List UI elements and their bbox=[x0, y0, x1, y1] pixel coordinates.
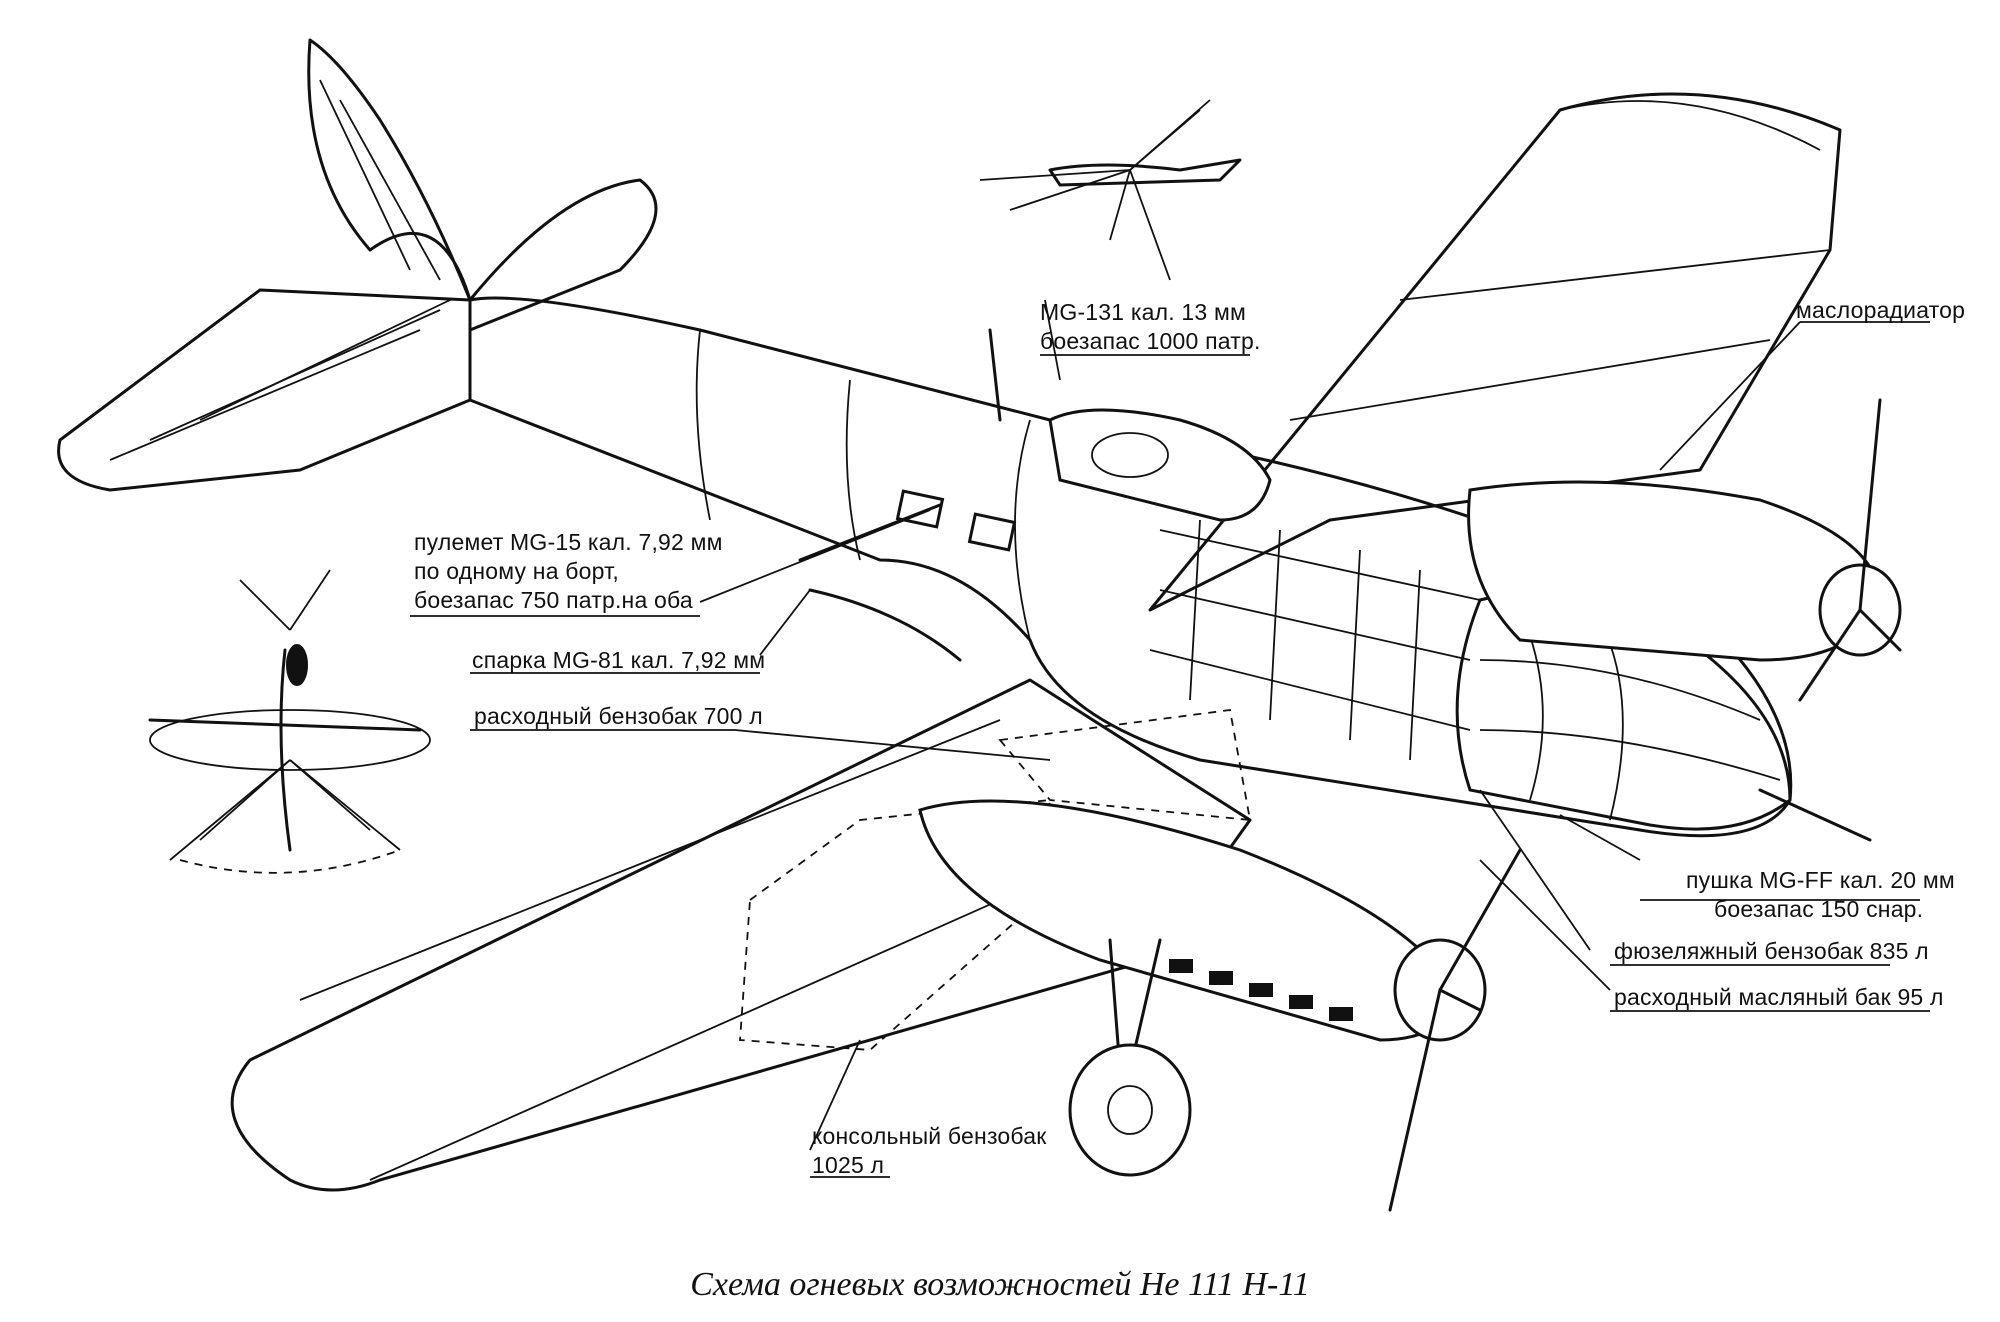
right-engine bbox=[1467, 398, 1902, 702]
label-service-fuel-tank: расходный бензобак 700 л bbox=[474, 702, 763, 731]
label-mg131: MG-131 кал. 13 мм боезапас 1000 патр. bbox=[1040, 298, 1261, 356]
label-mg15-line1: пулемет MG-15 кал. 7,92 мм bbox=[414, 529, 723, 555]
label-wing-fuel-tank: консольный бензобак 1025 л bbox=[812, 1122, 1047, 1180]
landing-gear bbox=[1068, 938, 1192, 1177]
label-mg81: спарка MG-81 кал. 7,92 мм bbox=[472, 646, 765, 675]
exhaust-stubs bbox=[1169, 959, 1353, 1021]
label-mg15-line2: по одному на борт, bbox=[414, 558, 619, 584]
label-mg15: пулемет MG-15 кал. 7,92 мм по одному на … bbox=[414, 528, 723, 615]
label-oil-radiator-text: маслорадиатор bbox=[1796, 297, 1966, 323]
leader-lines bbox=[410, 299, 1930, 1178]
label-mg81-text: спарка MG-81 кал. 7,92 мм bbox=[472, 647, 766, 673]
label-mg131-line1: MG-131 кал. 13 мм bbox=[1040, 299, 1247, 325]
label-mg131-line2: боезапас 1000 патр. bbox=[1040, 328, 1261, 354]
label-mgff-line1: пушка MG-FF кал. 20 мм bbox=[1686, 867, 1955, 893]
label-fuselage-fuel-tank-text: фюзеляжный бензобак 835 л bbox=[1614, 938, 1929, 964]
label-mgff-line2: боезапас 150 снар. bbox=[1714, 896, 1924, 922]
left-wing bbox=[230, 678, 1252, 1192]
top-view-fire-arc bbox=[148, 569, 431, 874]
tail bbox=[57, 38, 658, 492]
right-wing bbox=[1148, 92, 1842, 612]
label-mgff: пушка MG-FF кал. 20 мм боезапас 150 снар… bbox=[1686, 866, 1955, 924]
figure-caption: Схема огневых возможностей Не 111 Н-11 bbox=[690, 1266, 1310, 1303]
left-engine bbox=[918, 799, 1522, 1212]
label-oil-tank: расходный масляный бак 95 л bbox=[1614, 983, 1944, 1012]
label-service-fuel-tank-text: расходный бензобак 700 л bbox=[474, 703, 763, 729]
label-wing-fuel-tank-line2: 1025 л bbox=[812, 1152, 885, 1178]
label-oil-radiator: маслорадиатор bbox=[1796, 296, 1965, 325]
label-fuselage-fuel-tank: фюзеляжный бензобак 835 л bbox=[1614, 937, 1929, 966]
label-wing-fuel-tank-line1: консольный бензобак bbox=[812, 1123, 1047, 1149]
side-view-fire-arc bbox=[979, 99, 1242, 281]
label-oil-tank-text: расходный масляный бак 95 л bbox=[1614, 984, 1944, 1010]
label-mg15-line3: боезапас 750 патр.на оба bbox=[414, 587, 693, 613]
